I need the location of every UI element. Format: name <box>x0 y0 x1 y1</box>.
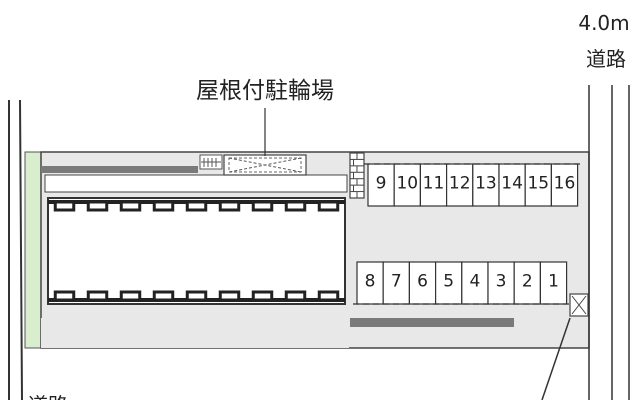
road-label-bottom-left: 道路 <box>28 393 68 400</box>
parking-stall <box>539 261 568 305</box>
balcony-notch <box>119 200 142 212</box>
parking-stall-number: 5 <box>443 271 454 291</box>
hedge-top <box>41 166 198 173</box>
left-road-line-inner <box>19 99 23 401</box>
bicycle-parking-cross-b <box>228 157 302 173</box>
balcony-notch <box>185 200 208 212</box>
balcony-notch <box>53 290 76 302</box>
balcony-notch <box>119 290 142 302</box>
parking-stall <box>367 163 395 207</box>
parking-stall <box>393 163 422 207</box>
balcony-notch <box>185 290 208 302</box>
balcony-notch <box>251 200 274 212</box>
walkway-top <box>44 174 348 193</box>
parking-stall <box>472 163 500 207</box>
parking-stall-number: 14 <box>501 173 523 193</box>
trash-station-hatch <box>201 158 221 167</box>
building-balcony-bottom <box>48 290 345 302</box>
parking-stall <box>382 261 411 305</box>
parking-stall-number: 8 <box>365 271 376 291</box>
parking-stall-number: 11 <box>423 173 445 193</box>
parking-stall <box>498 163 526 207</box>
balcony-notch <box>284 290 307 302</box>
parking-stall-number: 16 <box>554 173 576 193</box>
parking-stall-number: 15 <box>527 173 549 193</box>
balcony-notch <box>152 200 175 212</box>
parking-stall-number: 3 <box>496 271 507 291</box>
parking-stall-number: 6 <box>417 271 428 291</box>
parking-stall-number: 1 <box>548 271 559 291</box>
road-width-label: 4.0m <box>578 11 629 35</box>
parking-stall-number: 13 <box>475 173 497 193</box>
road-label-right: 道路 <box>586 47 626 71</box>
balcony-notch <box>317 200 340 212</box>
bicycle-parking-inner <box>228 157 302 173</box>
hedge-bottom <box>350 318 514 327</box>
balcony-notch <box>86 200 109 212</box>
balcony-notch <box>317 290 340 302</box>
lot-lower-extension <box>41 318 349 348</box>
meter-box-leader <box>541 317 571 401</box>
balcony-notch <box>53 200 76 212</box>
parking-stall-number: 12 <box>449 173 471 193</box>
balcony-notch <box>284 200 307 212</box>
parking-stall-number: 9 <box>376 173 387 193</box>
parking-stall-number: 10 <box>396 173 418 193</box>
balcony-notch <box>86 290 109 302</box>
bicycle-parking-label: 屋根付駐輪場 <box>196 78 334 104</box>
balcony-notch <box>218 200 241 212</box>
building <box>47 197 346 305</box>
parking-stall-number: 7 <box>391 271 402 291</box>
parking-stall <box>446 163 474 207</box>
brick-wall <box>349 152 365 199</box>
parking-stall-number: 2 <box>522 271 533 291</box>
parking-stall <box>487 261 515 305</box>
green-strip <box>24 151 42 349</box>
balcony-notch <box>218 290 241 302</box>
balcony-notch <box>251 290 274 302</box>
balcony-notch <box>152 290 175 302</box>
building-balcony-top <box>48 200 345 212</box>
parking-stall <box>408 261 437 305</box>
meter-box-cross-b <box>571 295 587 315</box>
parking-stall-number: 4 <box>469 271 480 291</box>
